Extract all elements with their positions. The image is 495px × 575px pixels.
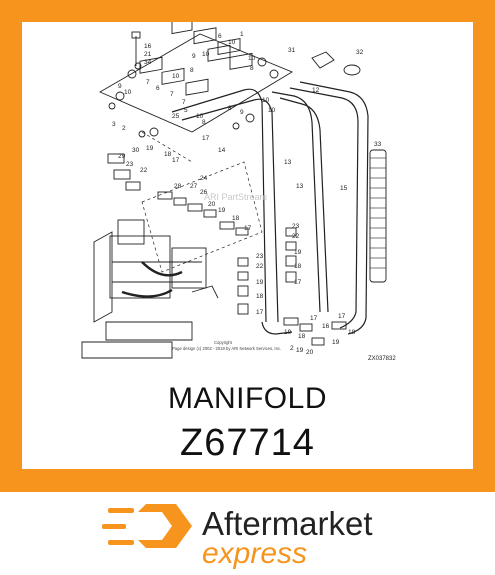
valve-blocks xyxy=(139,22,253,96)
svg-text:9: 9 xyxy=(240,109,244,116)
svg-text:14: 14 xyxy=(218,147,226,154)
control-valve-assembly xyxy=(81,219,219,359)
watermark-text: ARI PartStream xyxy=(204,192,267,202)
svg-text:22: 22 xyxy=(140,167,148,174)
svg-text:9: 9 xyxy=(118,83,122,90)
brand-logo xyxy=(102,504,192,548)
hose-sleeve xyxy=(369,149,387,283)
copyright-line2: Page design (c) 2002 - 2018 by ARI Netwo… xyxy=(172,346,281,351)
brand-name-line1: Aftermarket xyxy=(202,505,373,542)
svg-text:28: 28 xyxy=(174,183,182,190)
svg-text:10: 10 xyxy=(262,97,270,104)
svg-text:21: 21 xyxy=(144,51,152,58)
svg-text:19: 19 xyxy=(332,339,340,346)
svg-text:6: 6 xyxy=(218,33,222,40)
svg-text:19: 19 xyxy=(218,207,226,214)
svg-text:23: 23 xyxy=(256,253,264,260)
svg-text:22: 22 xyxy=(256,263,264,270)
svg-text:13: 13 xyxy=(284,159,292,166)
leader-lines xyxy=(141,131,263,273)
svg-text:13: 13 xyxy=(296,183,304,190)
svg-text:18: 18 xyxy=(256,293,264,300)
svg-text:10: 10 xyxy=(172,73,180,80)
hose-lines xyxy=(171,81,369,335)
svg-text:18: 18 xyxy=(232,215,240,222)
svg-text:19: 19 xyxy=(296,347,304,354)
svg-text:15: 15 xyxy=(340,185,348,192)
brand-name-line2: express xyxy=(202,537,308,570)
svg-text:25: 25 xyxy=(172,113,180,120)
svg-text:19: 19 xyxy=(284,329,292,336)
svg-text:8: 8 xyxy=(228,105,232,112)
svg-text:17: 17 xyxy=(256,309,264,316)
svg-text:10: 10 xyxy=(124,89,132,96)
svg-text:20: 20 xyxy=(306,349,314,356)
svg-text:18: 18 xyxy=(164,151,172,158)
svg-text:17: 17 xyxy=(338,313,346,320)
svg-text:19: 19 xyxy=(256,279,264,286)
svg-text:3: 3 xyxy=(112,121,116,128)
svg-text:30: 30 xyxy=(132,147,140,154)
copyright-line1: Copyright xyxy=(214,340,233,345)
svg-text:7: 7 xyxy=(170,91,174,98)
svg-text:20: 20 xyxy=(208,201,216,208)
svg-text:6: 6 xyxy=(156,85,160,92)
svg-text:19: 19 xyxy=(294,249,302,256)
part-number: Z67714 xyxy=(180,422,315,464)
manifold-panel-outline xyxy=(99,33,293,133)
svg-text:10: 10 xyxy=(202,51,210,58)
clip-and-ring xyxy=(311,51,361,76)
svg-text:16: 16 xyxy=(144,43,152,50)
svg-text:16: 16 xyxy=(322,323,330,330)
svg-text:2: 2 xyxy=(122,125,126,132)
svg-text:10: 10 xyxy=(248,55,256,62)
svg-text:19: 19 xyxy=(146,145,154,152)
svg-text:17: 17 xyxy=(310,315,318,322)
inline-fittings xyxy=(107,153,347,346)
svg-text:33: 33 xyxy=(374,141,382,148)
svg-text:24: 24 xyxy=(200,175,208,182)
svg-text:22: 22 xyxy=(292,233,300,240)
svg-text:31: 31 xyxy=(288,47,296,54)
svg-text:27: 27 xyxy=(190,183,198,190)
svg-text:7: 7 xyxy=(146,79,150,86)
svg-text:2: 2 xyxy=(290,345,294,352)
svg-text:34: 34 xyxy=(144,59,152,66)
svg-text:1: 1 xyxy=(240,31,244,38)
svg-text:5: 5 xyxy=(184,107,188,114)
svg-text:32: 32 xyxy=(356,49,364,56)
svg-text:29: 29 xyxy=(118,153,126,160)
svg-text:9: 9 xyxy=(192,53,196,60)
svg-text:18: 18 xyxy=(348,329,356,336)
svg-text:18: 18 xyxy=(298,333,306,340)
svg-text:17: 17 xyxy=(202,135,210,142)
svg-text:8: 8 xyxy=(202,119,206,126)
svg-text:18: 18 xyxy=(294,263,302,270)
svg-text:17: 17 xyxy=(244,225,252,232)
svg-text:23: 23 xyxy=(126,161,134,168)
express-delivery-box-icon xyxy=(102,504,192,548)
svg-text:23: 23 xyxy=(292,223,300,230)
figure-id: ZX037832 xyxy=(368,356,396,362)
svg-text:7: 7 xyxy=(182,99,186,106)
svg-text:17: 17 xyxy=(294,279,302,286)
svg-text:8: 8 xyxy=(250,65,254,72)
svg-text:10: 10 xyxy=(196,113,204,120)
svg-text:17: 17 xyxy=(172,157,180,164)
svg-text:12: 12 xyxy=(312,87,320,94)
product-name: MANIFOLD xyxy=(167,382,327,415)
svg-text:8: 8 xyxy=(190,67,194,74)
svg-text:26: 26 xyxy=(200,189,208,196)
fittings xyxy=(108,57,279,138)
svg-text:10: 10 xyxy=(228,39,236,46)
svg-text:10: 10 xyxy=(268,107,276,114)
